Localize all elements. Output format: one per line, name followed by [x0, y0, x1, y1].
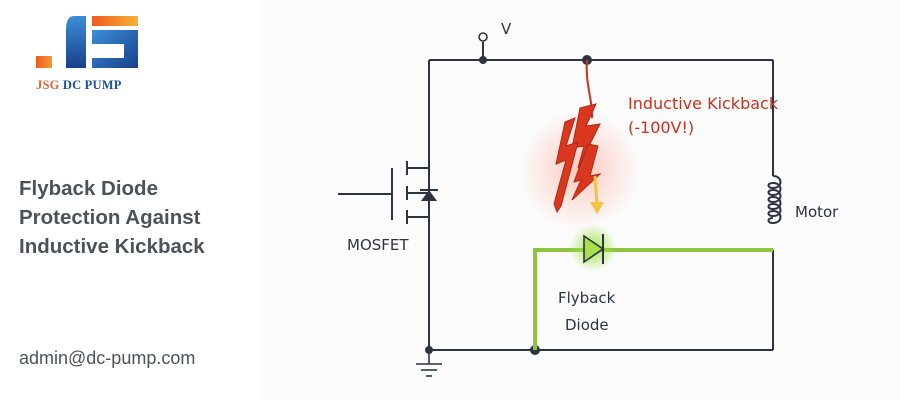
logo-s-body — [92, 30, 138, 68]
logo-s-top — [92, 16, 138, 26]
brand-name-dcpump: DC PUMP — [62, 78, 122, 92]
yellow-arrow-icon — [590, 175, 604, 214]
mosfet-label: MOSFET — [347, 236, 409, 254]
kickback-label-line: Inductive Kickback — [628, 94, 779, 113]
supply-terminal-icon — [478, 32, 488, 42]
left-panel: JSG DC PUMP Flyback Diode Protection Aga… — [0, 0, 270, 400]
supply-label: V — [501, 20, 512, 38]
flyback-diode-icon — [583, 234, 605, 264]
ground-icon — [416, 350, 442, 377]
title-line: Protection Against — [19, 206, 201, 229]
diode-label-line: Flyback — [558, 289, 616, 307]
junction-dot — [479, 56, 487, 64]
brand-logo — [36, 16, 138, 68]
title-line: Inductive Kickback — [19, 235, 205, 258]
page-title: Flyback Diode Protection Against Inducti… — [19, 174, 259, 261]
logo-j — [66, 16, 86, 68]
brand-name-jsg: JSG — [36, 78, 60, 92]
title-line: Flyback Diode — [19, 177, 158, 200]
diode-label-line: Diode — [565, 316, 609, 334]
contact-email[interactable]: admin@dc-pump.com — [19, 348, 196, 368]
circuit-svg: V MOSFET Motor — [338, 20, 839, 377]
brand-name: JSG DC PUMP — [36, 78, 122, 93]
mosfet-icon — [391, 161, 438, 224]
kickback-label-line: (-100V!) — [628, 118, 694, 137]
flyback-current-path — [533, 248, 773, 350]
motor-label: Motor — [795, 203, 839, 221]
lightning-bolt-icon — [553, 103, 602, 214]
motor-coil-icon — [767, 175, 782, 225]
circuit-diagram: V MOSFET Motor — [260, 0, 900, 400]
logo-dot — [36, 56, 52, 68]
